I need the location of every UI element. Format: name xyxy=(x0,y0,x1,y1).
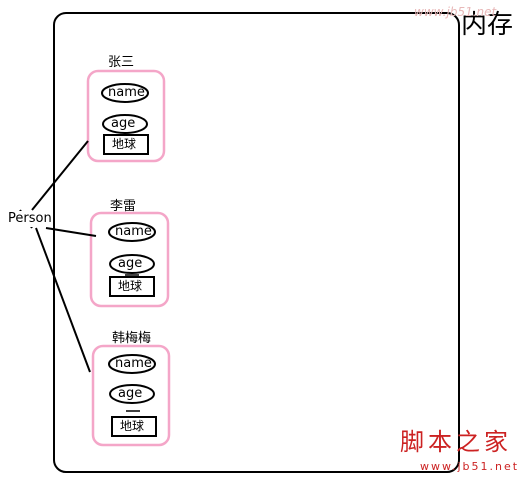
field-ellipse-age-3 xyxy=(109,384,155,404)
reference-line-lilei xyxy=(45,227,97,237)
class-label-person: Person xyxy=(8,211,52,227)
object-box-zhangsan xyxy=(86,69,166,163)
field-label-name-2: name xyxy=(115,224,152,239)
object-name-hanmeimei: 韩梅梅 xyxy=(112,331,152,346)
field-label-name-1: name xyxy=(108,85,145,100)
field-ellipse-name-2 xyxy=(108,222,156,242)
reference-line-zhangsan xyxy=(31,140,89,211)
field-ellipse-name-3 xyxy=(108,354,156,374)
object-box-lilei xyxy=(89,211,170,308)
static-box-3 xyxy=(111,416,157,437)
static-box-2 xyxy=(109,276,155,297)
field-ellipse-name-1 xyxy=(101,83,149,103)
watermark-bottom-url: www.jb51.net xyxy=(420,460,520,473)
field-label-age-2: age xyxy=(118,256,143,271)
static-value-1: 地球 xyxy=(112,137,137,151)
field-label-age-3: age xyxy=(118,386,143,401)
reference-line-hanmeimei xyxy=(35,227,91,373)
field-ellipse-age-2 xyxy=(109,254,155,274)
static-box-1 xyxy=(103,134,149,155)
field-label-age-1: age xyxy=(111,116,136,131)
field-ellipse-age-1 xyxy=(102,114,148,134)
static-value-2: 地球 xyxy=(118,279,143,293)
watermark-top-url: www.jb51.net xyxy=(414,5,497,19)
field-label-name-3: name xyxy=(115,356,152,371)
object-name-zhangsan: 张三 xyxy=(108,55,135,70)
static-value-3: 地球 xyxy=(120,419,145,433)
object-name-lilei: 李雷 xyxy=(110,199,137,214)
watermark-bottom-text: 脚本之家 xyxy=(400,428,512,456)
memory-region xyxy=(53,12,460,473)
object-box-hanmeimei xyxy=(91,344,171,447)
memory-label: 内存 xyxy=(461,10,514,40)
